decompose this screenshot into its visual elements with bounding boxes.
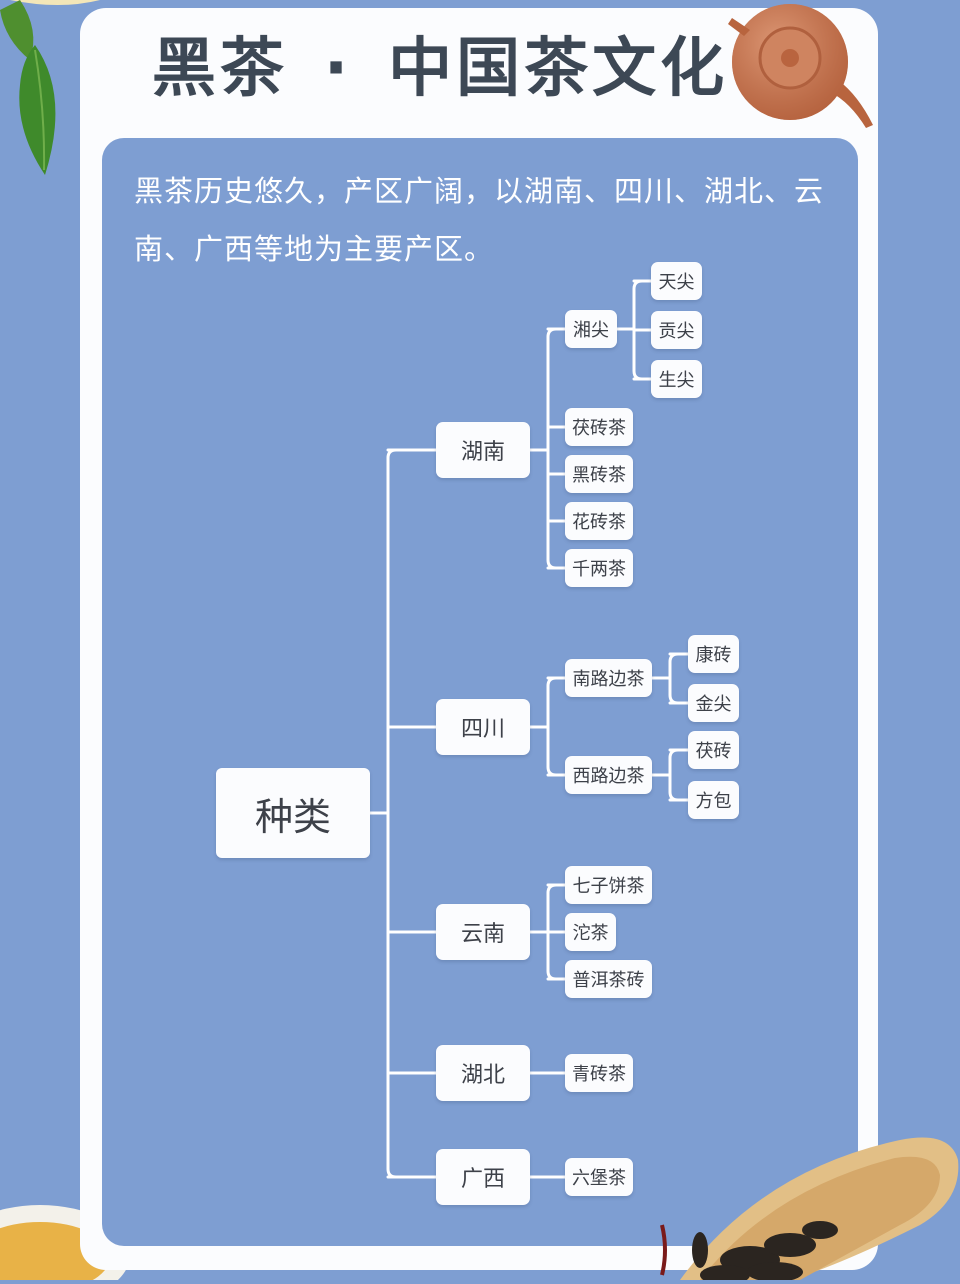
tea-node-fuzhuan: 茯砖 xyxy=(688,731,739,769)
tea-node-fuzhuancha: 茯砖茶 xyxy=(565,408,633,446)
tea-node-qianliangcha: 千两茶 xyxy=(565,549,633,587)
tea-node-qizibingcha: 七子饼茶 xyxy=(565,866,652,904)
title-sub: 中国茶文化 xyxy=(388,32,729,106)
tea-node-huazhuancha: 花砖茶 xyxy=(565,502,633,540)
tree-root-node: 种类 xyxy=(216,768,370,858)
region-node-guangxi: 广西 xyxy=(436,1149,530,1205)
region-node-yunnan: 云南 xyxy=(436,904,530,960)
tea-node-xiangjian: 湘尖 xyxy=(565,310,617,348)
xilu-connector-spine xyxy=(668,748,680,802)
title-main: 黑茶 xyxy=(151,32,288,106)
tea-node-gongjian: 贡尖 xyxy=(651,311,702,349)
tea-scoop-icon xyxy=(640,1130,960,1284)
tea-node-tuocha: 沱茶 xyxy=(565,913,616,951)
tea-node-kangzhuan: 康砖 xyxy=(688,635,739,673)
title-separator: · xyxy=(323,32,353,106)
tea-node-liubaocha: 六堡茶 xyxy=(565,1158,633,1196)
teapot-icon xyxy=(728,0,878,134)
root-connector-spine xyxy=(386,448,398,1179)
tea-node-jinjian: 金尖 xyxy=(688,684,739,722)
tea-leaf-icon xyxy=(0,0,120,194)
tea-node-nanlubiancha: 南路边茶 xyxy=(565,659,652,697)
tea-node-shengjian: 生尖 xyxy=(651,360,702,398)
tea-node-puerchazhuan: 普洱茶砖 xyxy=(565,960,652,998)
intro-text: 黑茶历史悠久，产区广阔，以湖南、四川、湖北、云南、广西等地为主要产区。 xyxy=(134,174,825,266)
hunan-connector-spine xyxy=(546,327,558,570)
region-node-sichuan: 四川 xyxy=(436,699,530,755)
region-node-hunan: 湖南 xyxy=(436,422,530,478)
tea-node-xilubiancha: 西路边茶 xyxy=(565,756,652,794)
nanlu-connector-spine xyxy=(668,652,680,705)
page-title: 黑茶 · 中国茶文化 xyxy=(80,24,800,114)
tea-node-qingzhuancha: 青砖茶 xyxy=(565,1054,633,1092)
sichuan-connector-spine xyxy=(546,676,558,777)
tea-node-fangbao: 方包 xyxy=(688,781,739,819)
region-node-hubei: 湖北 xyxy=(436,1045,530,1101)
tea-node-tianjian: 天尖 xyxy=(651,262,702,300)
tea-node-heizhuancha: 黑砖茶 xyxy=(565,455,633,493)
